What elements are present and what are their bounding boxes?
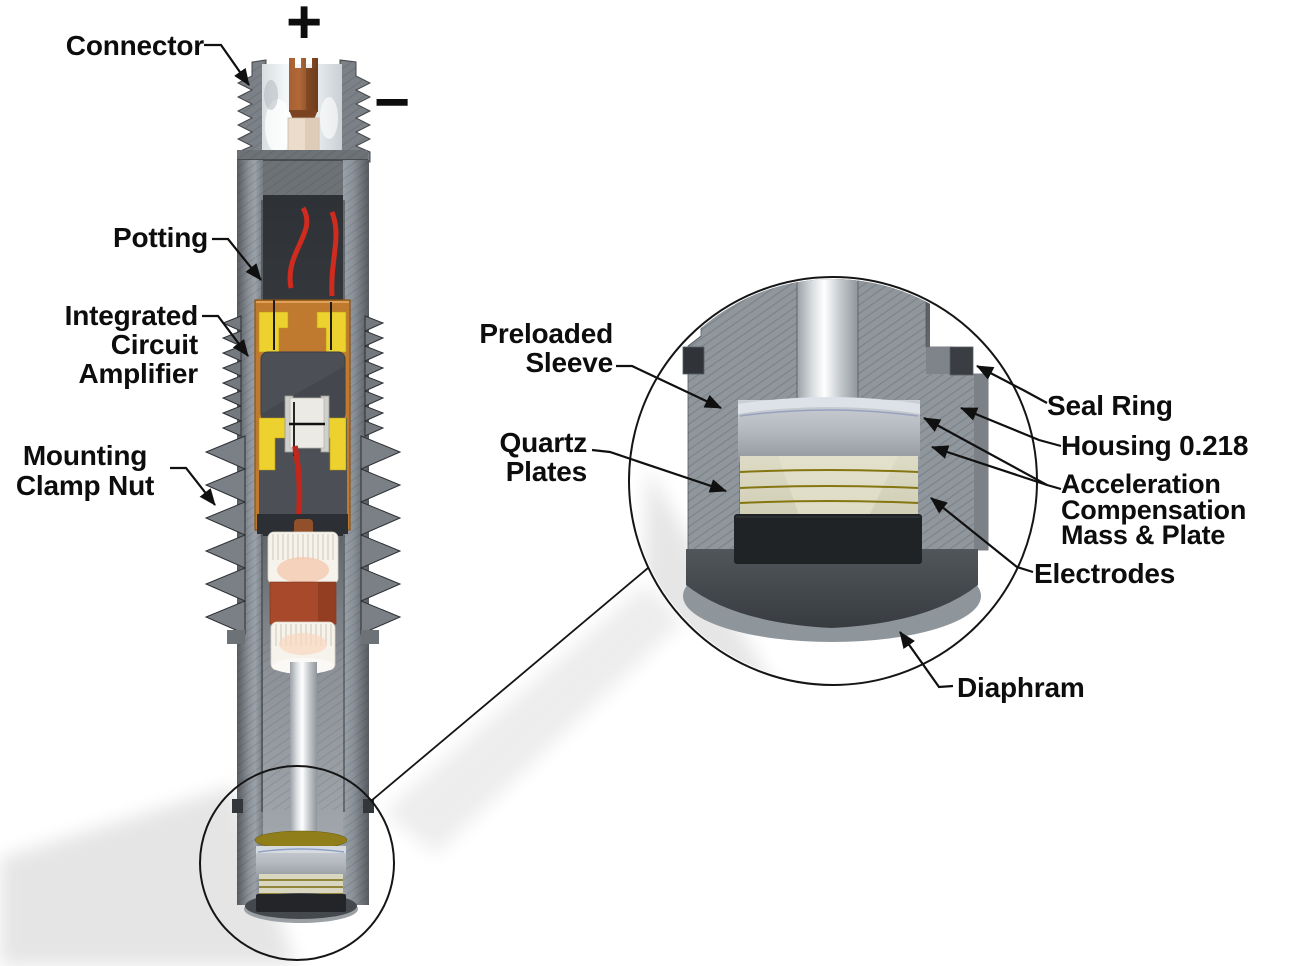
seal-ring-leader xyxy=(976,365,1048,404)
acceleration-compensation-label: Acceleration Compensation Mass & Plate xyxy=(1061,469,1247,550)
compensation-plate-black xyxy=(734,514,922,564)
quartz-plates-label: Quartz Plates xyxy=(499,427,588,487)
electrodes-leader xyxy=(930,497,1034,574)
ceramic-connector xyxy=(284,395,330,456)
preload-rod xyxy=(290,662,317,842)
polarity-plus: + xyxy=(286,0,323,57)
electrode-line xyxy=(739,485,919,489)
diaphragm-base xyxy=(683,549,981,642)
tip-seal-right xyxy=(363,799,374,813)
potting-label: Potting xyxy=(112,222,208,253)
mounting-clamp-nut-label: Mounting Clamp Nut xyxy=(15,440,155,501)
zoom-connector-line xyxy=(370,567,649,802)
integrated-circuit-amplifier-label: Integrated Circuit Amplifier xyxy=(64,300,199,389)
amplifier-assembly xyxy=(254,299,351,543)
quartz-plates-leader xyxy=(591,448,727,493)
red-wire-left xyxy=(287,206,310,289)
amplifier-leader xyxy=(202,314,249,357)
detail-view xyxy=(628,276,1038,686)
quartz-plate-stack xyxy=(739,456,919,518)
polarity-minus: − xyxy=(374,68,411,137)
seal-ring-label: Seal Ring xyxy=(1047,390,1173,421)
electrode-line xyxy=(739,500,919,504)
insulator-stack xyxy=(267,531,339,842)
connector-label: Connector xyxy=(65,30,204,61)
electrodes-label: Electrodes xyxy=(1034,558,1176,589)
seal-ring-left xyxy=(682,346,705,375)
diaphram-label: Diaphram xyxy=(957,672,1085,703)
preloaded-sleeve-leader xyxy=(616,364,722,409)
compensation-mass xyxy=(738,397,920,462)
cast-shadows xyxy=(0,584,684,966)
tip-seal-left xyxy=(232,799,243,813)
seal-ring-right xyxy=(949,346,974,376)
detail-rod xyxy=(797,279,858,406)
electrode-line xyxy=(739,469,919,473)
potting-region xyxy=(287,206,339,297)
clamp-nut-threads xyxy=(204,315,402,644)
diaphram-leader xyxy=(899,631,954,689)
tip-zoom-circle xyxy=(199,765,395,961)
housing-leader xyxy=(960,406,1062,448)
connector-leader xyxy=(204,43,250,86)
leader-lines xyxy=(170,43,1062,689)
potting-leader xyxy=(212,237,262,281)
housing-label: Housing 0.218 xyxy=(1061,430,1249,461)
sensing-tip xyxy=(232,799,374,923)
acceleration-mass-leader-lower xyxy=(931,445,1048,487)
preloaded-sleeve-label: Preloaded Sleeve xyxy=(479,318,613,378)
red-wire-right xyxy=(329,211,339,297)
mounting-clamp-nut-leader xyxy=(170,466,216,506)
tip-mass xyxy=(256,894,346,912)
